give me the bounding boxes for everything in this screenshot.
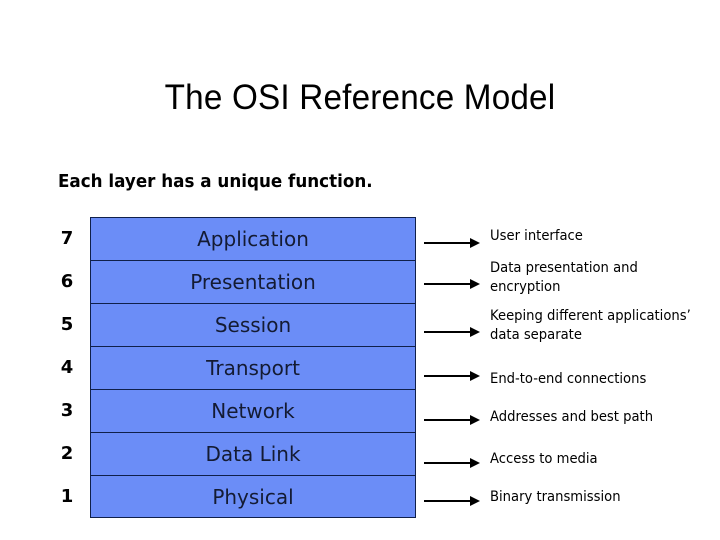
layer-row: 6 Presentation bbox=[50, 260, 416, 303]
arrow-shaft bbox=[424, 331, 472, 333]
arrow-shaft bbox=[424, 500, 472, 502]
arrow-shaft bbox=[424, 242, 472, 244]
layer-label: Data Link bbox=[205, 442, 301, 466]
layer-row: 2 Data Link bbox=[50, 432, 416, 475]
layer-label: Transport bbox=[206, 356, 300, 380]
arrow-head bbox=[470, 496, 480, 506]
arrow-shaft bbox=[424, 283, 472, 285]
function-text-session: Keeping different applications’ data sep… bbox=[490, 308, 691, 343]
layer-label: Network bbox=[211, 399, 295, 423]
arrow-right-icon bbox=[424, 458, 480, 468]
osi-layer-stack: 7 Application 6 Presentation 5 Session 4… bbox=[50, 217, 416, 518]
layer-box-physical[interactable]: Physical bbox=[90, 475, 416, 518]
layer-box-application[interactable]: Application bbox=[90, 217, 416, 260]
layer-number-1: 1 bbox=[60, 486, 74, 507]
layer-label: Session bbox=[214, 313, 292, 337]
layer-number-3: 3 bbox=[60, 400, 74, 421]
arrow-right-icon bbox=[424, 496, 480, 506]
arrow-right-icon bbox=[424, 327, 480, 337]
layer-box-session[interactable]: Session bbox=[90, 303, 416, 346]
layer-box-presentation[interactable]: Presentation bbox=[90, 260, 416, 303]
layer-row: 4 Transport bbox=[50, 346, 416, 389]
layer-box-data-link[interactable]: Data Link bbox=[90, 432, 416, 475]
arrow-head bbox=[470, 279, 480, 289]
layer-number-6: 6 bbox=[60, 271, 74, 292]
function-text-transport: End-to-end connections bbox=[490, 371, 647, 387]
arrow-shaft bbox=[424, 375, 472, 377]
arrow-right-icon bbox=[424, 279, 480, 289]
arrow-head bbox=[470, 415, 480, 425]
osi-function-list: User interface Data presentation and enc… bbox=[424, 217, 720, 518]
function-text-data-link: Access to media bbox=[490, 451, 598, 467]
arrow-shaft bbox=[424, 462, 472, 464]
layer-number-4: 4 bbox=[60, 357, 74, 378]
arrow-shaft bbox=[424, 419, 472, 421]
layer-label: Application bbox=[197, 227, 309, 251]
layer-label: Physical bbox=[212, 484, 294, 509]
layer-number-7: 7 bbox=[60, 228, 74, 249]
layer-row: 7 Application bbox=[50, 217, 416, 260]
layer-number-2: 2 bbox=[60, 443, 74, 464]
function-text-physical: Binary transmission bbox=[490, 489, 621, 505]
arrow-head bbox=[470, 458, 480, 468]
layer-box-network[interactable]: Network bbox=[90, 389, 416, 432]
layer-label: Presentation bbox=[190, 270, 316, 294]
arrow-right-icon bbox=[424, 238, 480, 248]
function-text-network: Addresses and best path bbox=[490, 409, 654, 425]
page-title: The OSI Reference Model bbox=[164, 78, 556, 117]
layer-number-5: 5 bbox=[60, 314, 74, 335]
arrow-head bbox=[470, 371, 480, 381]
layer-row: 3 Network bbox=[50, 389, 416, 432]
layer-box-transport[interactable]: Transport bbox=[90, 346, 416, 389]
arrow-right-icon bbox=[424, 415, 480, 425]
arrow-head bbox=[470, 238, 480, 248]
arrow-right-icon bbox=[424, 371, 480, 381]
layer-row: 5 Session bbox=[50, 303, 416, 346]
slide-subtitle: Each layer has a unique function. bbox=[58, 171, 373, 192]
function-text-presentation: Data presentation and encryption bbox=[490, 260, 638, 295]
function-text-application: User interface bbox=[490, 228, 583, 244]
layer-row: 1 Physical bbox=[50, 475, 416, 518]
arrow-head bbox=[470, 327, 480, 337]
